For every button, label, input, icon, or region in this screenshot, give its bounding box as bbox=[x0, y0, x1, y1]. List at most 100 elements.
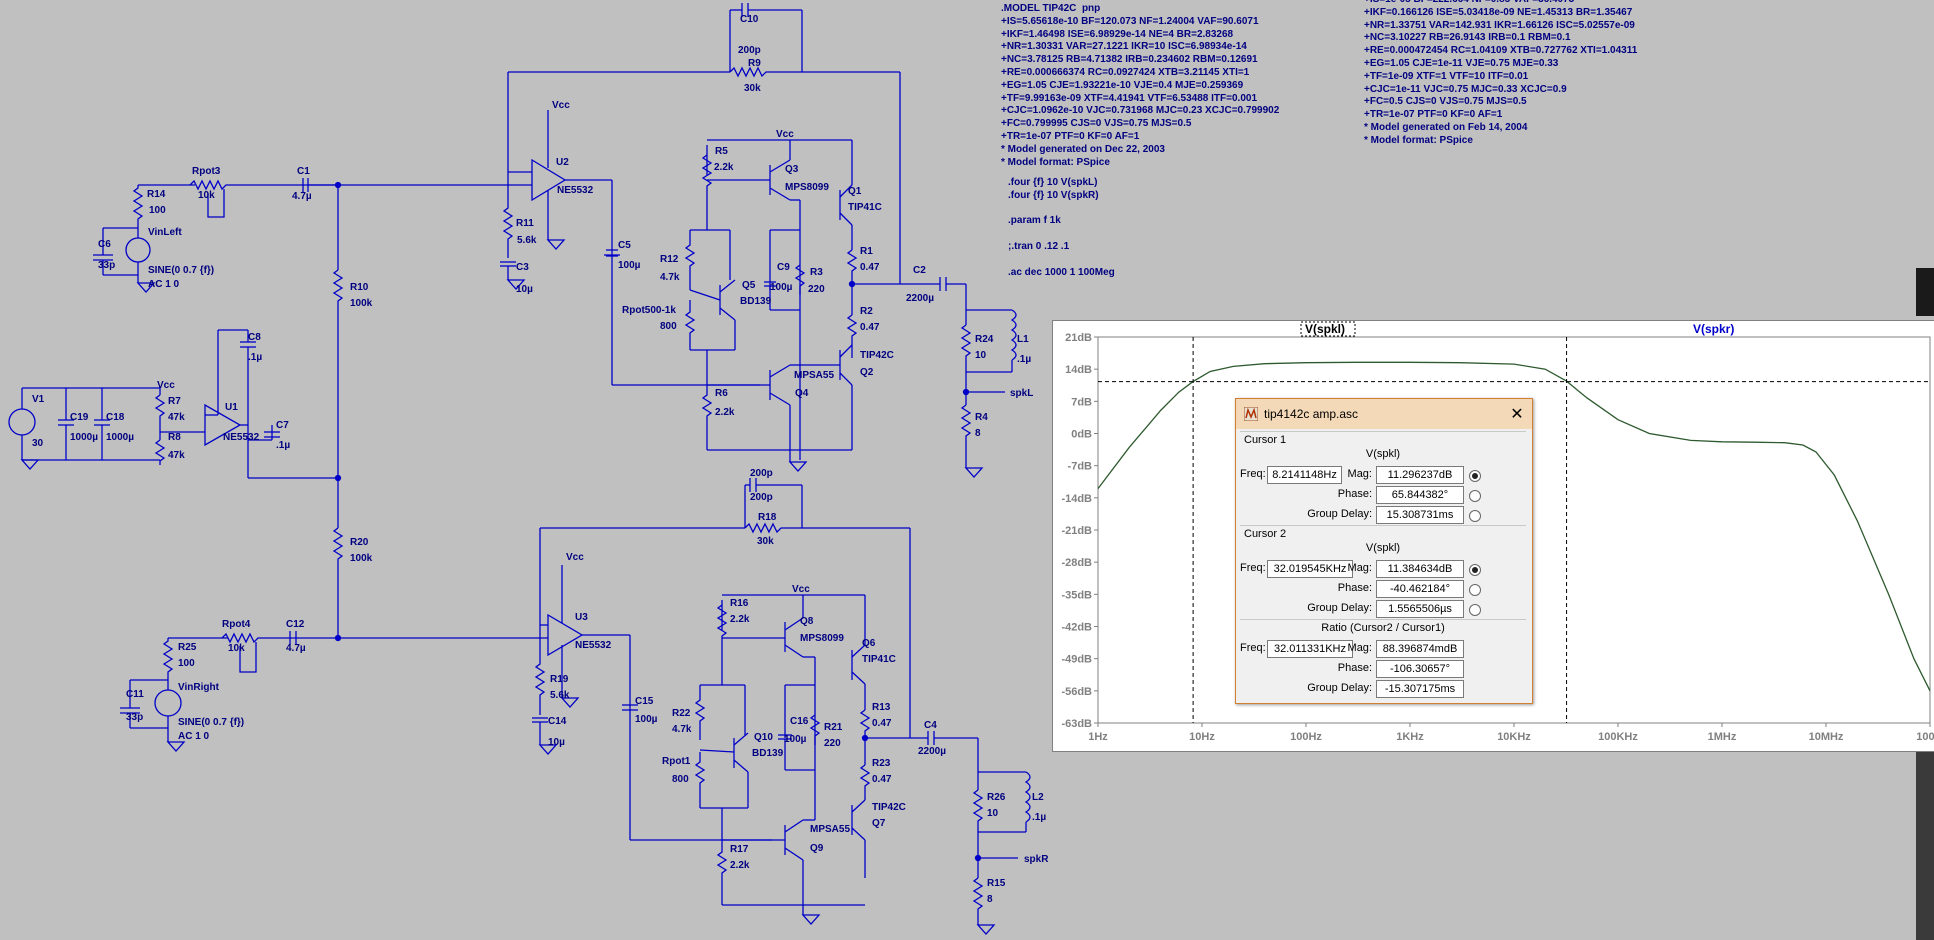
component-label-r12[interactable]: R12 bbox=[660, 254, 679, 265]
component-label-rpot3v[interactable]: 10k bbox=[198, 190, 215, 201]
component-label-r20[interactable]: R20 bbox=[350, 537, 369, 548]
component-label-r22[interactable]: R22 bbox=[672, 708, 691, 719]
component-label-v1v[interactable]: 30 bbox=[32, 438, 44, 449]
cursor2-gd-radio[interactable] bbox=[1469, 604, 1481, 616]
component-label-r20v[interactable]: 100k bbox=[350, 553, 373, 564]
component-label-rpot1v[interactable]: 800 bbox=[672, 774, 689, 785]
cursor2-mag-field[interactable]: 11.384634dB bbox=[1376, 560, 1464, 578]
component-label-r8v[interactable]: 47k bbox=[168, 450, 185, 461]
component-label-u2m[interactable]: NE5532 bbox=[557, 185, 594, 196]
trace-label-spkr[interactable]: V(spkr) bbox=[1693, 322, 1734, 336]
component-label-r19v[interactable]: 5.6k bbox=[550, 690, 570, 701]
component-label-r1[interactable]: R1 bbox=[860, 246, 873, 257]
component-label-c14v[interactable]: 10µ bbox=[548, 737, 565, 748]
spice-directives[interactable]: .four {f} 10 V(spkL).four {f} 10 V(spkR)… bbox=[1008, 177, 1115, 279]
component-label-r24[interactable]: R24 bbox=[975, 334, 994, 345]
component-label-c8[interactable]: C8 bbox=[248, 332, 261, 343]
component-label-c2[interactable]: C2 bbox=[913, 265, 926, 276]
cursor1-gd-radio[interactable] bbox=[1469, 510, 1481, 522]
spice-model-tip42c[interactable]: .MODEL TIP42C pnp+IS=5.65618e-10 BF=120.… bbox=[1001, 3, 1279, 169]
cursor2-gd-field[interactable]: 1.5565506µs bbox=[1376, 600, 1464, 618]
component-label-c1[interactable]: C1 bbox=[297, 166, 310, 177]
component-label-c19v[interactable]: 1000µ bbox=[70, 432, 98, 443]
component-label-r8[interactable]: R8 bbox=[168, 432, 181, 443]
component-label-r14[interactable]: R14 bbox=[147, 189, 166, 200]
component-label-r9[interactable]: R9 bbox=[748, 58, 761, 69]
component-label-l1v[interactable]: .1µ bbox=[1017, 354, 1031, 365]
component-label-ac2[interactable]: AC 1 0 bbox=[178, 731, 210, 742]
component-label-r15[interactable]: R15 bbox=[987, 878, 1006, 889]
component-label-vinl[interactable]: VinLeft bbox=[148, 227, 182, 238]
component-label-r10[interactable]: R10 bbox=[350, 282, 369, 293]
component-label-c4[interactable]: C4 bbox=[924, 720, 937, 731]
component-label-r24v[interactable]: 10 bbox=[975, 350, 987, 361]
component-label-c16v[interactable]: 100µ bbox=[784, 734, 807, 745]
component-label-c7[interactable]: C7 bbox=[276, 420, 289, 431]
component-label-sine1[interactable]: SINE(0 0.7 {f}) bbox=[148, 265, 214, 276]
component-label-r3v[interactable]: 220 bbox=[808, 284, 825, 295]
component-label-r21v[interactable]: 220 bbox=[824, 738, 841, 749]
component-label-r7[interactable]: R7 bbox=[168, 396, 181, 407]
component-label-c14[interactable]: C14 bbox=[548, 716, 567, 727]
component-label-r1v[interactable]: 0.47 bbox=[860, 262, 880, 273]
component-label-c5[interactable]: C5 bbox=[618, 240, 631, 251]
component-label-q4[interactable]: Q4 bbox=[795, 388, 809, 399]
component-label-mpsa55b[interactable]: MPSA55 bbox=[810, 824, 850, 835]
component-label-r23v[interactable]: 0.47 bbox=[872, 774, 892, 785]
component-label-c6[interactable]: C6 bbox=[98, 239, 111, 250]
component-label-u2[interactable]: U2 bbox=[556, 157, 569, 168]
ratio-freq-field[interactable]: 32.011331KHz bbox=[1267, 640, 1353, 658]
component-label-sine2[interactable]: SINE(0 0.7 {f}) bbox=[178, 717, 244, 728]
component-label-r23[interactable]: R23 bbox=[872, 758, 891, 769]
component-label-r2[interactable]: R2 bbox=[860, 306, 873, 317]
component-label-r10v[interactable]: 100k bbox=[350, 298, 373, 309]
component-label-rp500v[interactable]: 800 bbox=[660, 321, 677, 332]
component-label-r6[interactable]: R6 bbox=[715, 388, 728, 399]
component-label-r12v[interactable]: 4.7k bbox=[660, 272, 680, 283]
component-label-r18v[interactable]: 30k bbox=[757, 536, 774, 547]
component-label-vcc4[interactable]: Vcc bbox=[566, 552, 584, 563]
cursor1-mag-field[interactable]: 11.296237dB bbox=[1376, 466, 1464, 484]
component-label-q5m[interactable]: BD139 bbox=[740, 296, 772, 307]
cursor1-phase-field[interactable]: 65.844382° bbox=[1376, 486, 1464, 504]
component-label-r26v[interactable]: 10 bbox=[987, 808, 999, 819]
component-label-q1[interactable]: Q1 bbox=[848, 186, 862, 197]
component-label-c15[interactable]: C15 bbox=[635, 696, 654, 707]
cursor1-freq-field[interactable]: 8.2141148Hz bbox=[1267, 466, 1342, 484]
component-label-mpsa55a[interactable]: MPSA55 bbox=[794, 370, 834, 381]
component-label-u1[interactable]: U1 bbox=[225, 402, 238, 413]
component-label-rpot1[interactable]: Rpot1 bbox=[662, 756, 691, 767]
component-label-c11v[interactable]: 33p bbox=[126, 712, 143, 723]
ratio-mag-field[interactable]: 88.396874mdB bbox=[1376, 640, 1464, 658]
component-label-c200a[interactable]: 200p bbox=[750, 468, 773, 479]
component-label-r4[interactable]: R4 bbox=[975, 412, 988, 423]
component-label-q8[interactable]: Q8 bbox=[800, 616, 814, 627]
component-label-rpot3[interactable]: Rpot3 bbox=[192, 166, 221, 177]
component-label-r26[interactable]: R26 bbox=[987, 792, 1006, 803]
component-label-c8v[interactable]: .1µ bbox=[248, 352, 262, 363]
component-label-c18v[interactable]: 1000µ bbox=[106, 432, 134, 443]
component-label-u3[interactable]: U3 bbox=[575, 612, 588, 623]
spice-model-right[interactable]: +IS=1e-05 BF=222.664 NF=0.85 VAF=36.4073… bbox=[1364, 0, 1637, 148]
component-label-c10[interactable]: C10 bbox=[740, 14, 759, 25]
component-label-r21[interactable]: R21 bbox=[824, 722, 843, 733]
component-label-r14v[interactable]: 100 bbox=[149, 205, 166, 216]
component-label-c9[interactable]: C9 bbox=[777, 262, 790, 273]
component-label-r4v[interactable]: 8 bbox=[975, 428, 981, 439]
component-label-r11v[interactable]: 5.6k bbox=[517, 235, 537, 246]
component-label-c12v[interactable]: 4.7µ bbox=[286, 643, 306, 654]
component-label-r17[interactable]: R17 bbox=[730, 844, 749, 855]
component-label-vinr[interactable]: VinRight bbox=[178, 682, 220, 693]
component-label-q1m[interactable]: TIP41C bbox=[848, 202, 882, 213]
dialog-titlebar[interactable]: tip4142c amp.asc ✕ bbox=[1236, 399, 1532, 429]
component-label-r3[interactable]: R3 bbox=[810, 267, 823, 278]
component-label-ac1[interactable]: AC 1 0 bbox=[148, 279, 180, 290]
cursor1-mag-radio[interactable] bbox=[1469, 470, 1481, 482]
component-label-r9v[interactable]: 30k bbox=[744, 83, 761, 94]
close-icon[interactable]: ✕ bbox=[1510, 406, 1524, 423]
cursor2-mag-radio[interactable] bbox=[1469, 564, 1481, 576]
component-label-c2v[interactable]: 2200µ bbox=[906, 293, 934, 304]
trace-label-spkl[interactable]: V(spkl) bbox=[1305, 322, 1345, 336]
component-label-c9v[interactable]: 100µ bbox=[770, 282, 793, 293]
